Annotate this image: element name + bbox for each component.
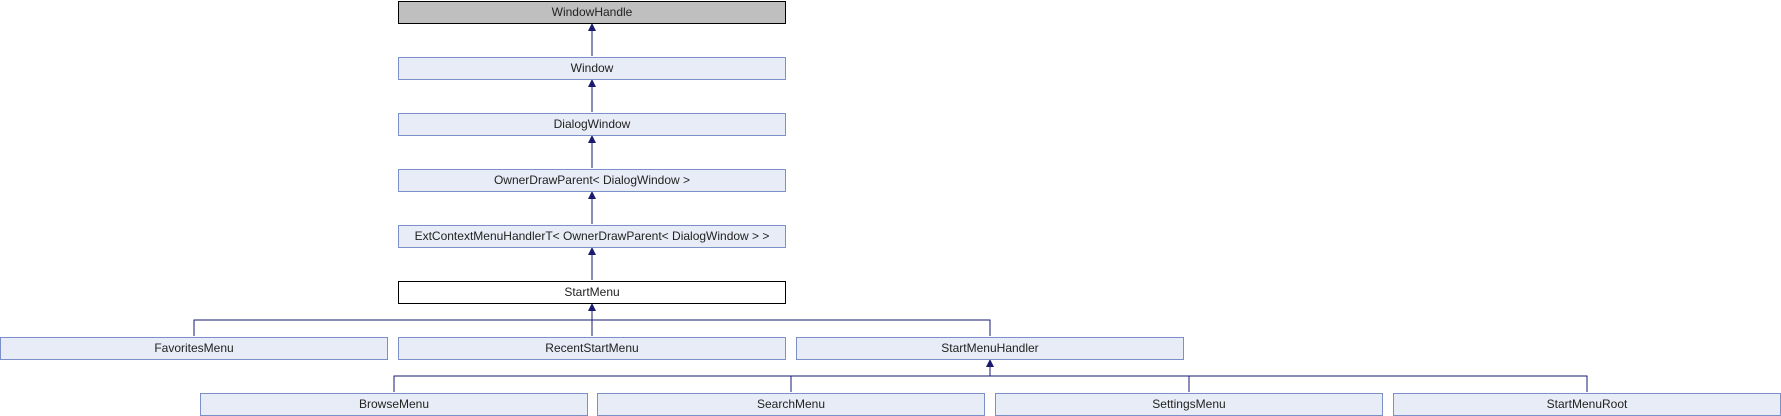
class-node-browsemenu[interactable]: BrowseMenu — [200, 393, 588, 416]
class-node-searchmenu[interactable]: SearchMenu — [597, 393, 985, 416]
class-node-windowhandle: WindowHandle — [398, 1, 786, 24]
class-node-startmenuroot[interactable]: StartMenuRoot — [1393, 393, 1781, 416]
class-node-window[interactable]: Window — [398, 57, 786, 80]
edge-favorites-bus — [193, 319, 991, 336]
class-node-recentstartmenu[interactable]: RecentStartMenu — [398, 337, 786, 360]
class-node-startmenuhandler[interactable]: StartMenuHandler — [796, 337, 1184, 360]
class-node-settingsmenu[interactable]: SettingsMenu — [995, 393, 1383, 416]
edge-submenus-bus — [393, 375, 1588, 392]
class-node-dialogwindow[interactable]: DialogWindow — [398, 113, 786, 136]
class-node-extcontextmenuhandlert[interactable]: ExtContextMenuHandlerT< OwnerDrawParent<… — [398, 225, 786, 248]
class-node-favoritesmenu[interactable]: FavoritesMenu — [0, 337, 388, 360]
class-node-startmenu: StartMenu — [398, 281, 786, 304]
class-node-ownerdrawparent[interactable]: OwnerDrawParent< DialogWindow > — [398, 169, 786, 192]
